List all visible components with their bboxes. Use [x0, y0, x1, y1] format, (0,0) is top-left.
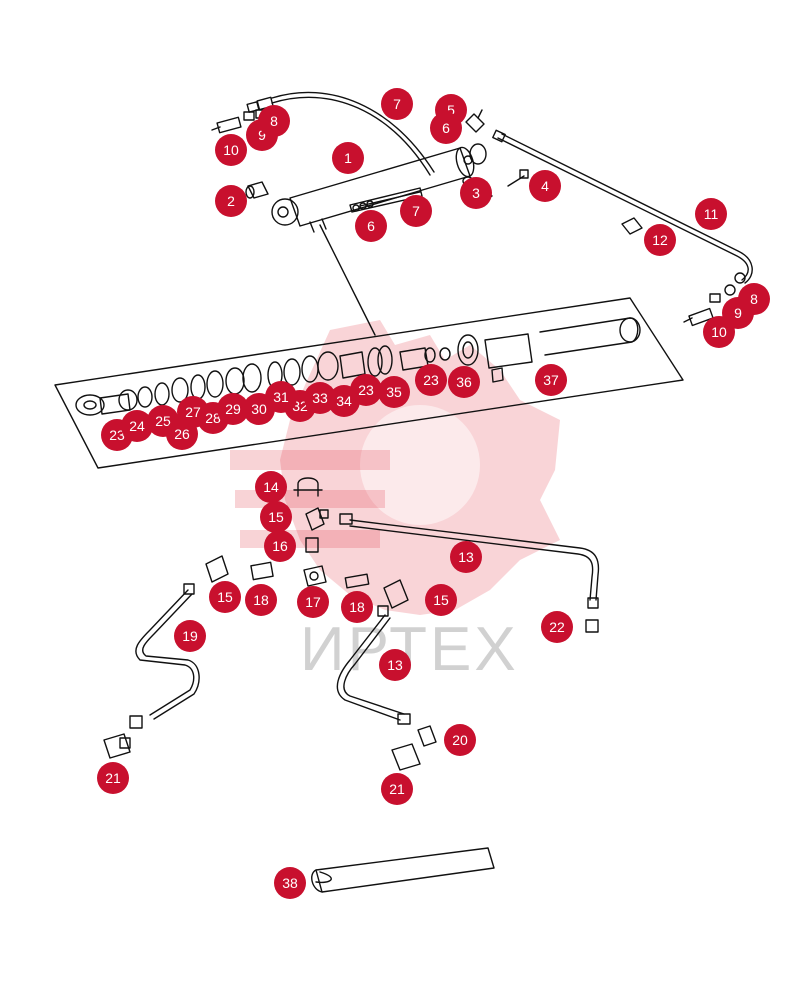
callout-19[interactable]: 19: [174, 620, 206, 652]
callout-29[interactable]: 29: [217, 393, 249, 425]
hose-13-lower: [336, 605, 411, 725]
callout-7-top[interactable]: 7: [381, 88, 413, 120]
callout-4[interactable]: 4: [529, 170, 561, 202]
callout-13-lower[interactable]: 13: [379, 649, 411, 681]
hose-13-upper: [339, 513, 600, 609]
fitting-16: [305, 537, 319, 553]
elbow-15-right: [383, 579, 409, 609]
callout-22[interactable]: 22: [541, 611, 573, 643]
callout-21-lower[interactable]: 21: [381, 773, 413, 805]
hose-11: [492, 129, 753, 284]
adapter-18-left: [250, 561, 274, 581]
callout-3[interactable]: 3: [460, 177, 492, 209]
callout-11[interactable]: 11: [695, 198, 727, 230]
callout-2[interactable]: 2: [215, 185, 247, 217]
callout-35[interactable]: 35: [378, 376, 410, 408]
callout-10-right[interactable]: 10: [703, 316, 735, 348]
elbow-15-left: [205, 555, 229, 583]
fittings-right: [683, 284, 736, 327]
pin-2: [245, 181, 269, 199]
callout-23-right[interactable]: 23: [415, 364, 447, 396]
callout-10-left[interactable]: 10: [215, 134, 247, 166]
callout-6-lower[interactable]: 6: [355, 210, 387, 242]
callout-37[interactable]: 37: [535, 364, 567, 396]
hose-7-lower: [352, 191, 421, 212]
fitting-20: [417, 725, 437, 747]
callout-17[interactable]: 17: [297, 586, 329, 618]
callout-8-left[interactable]: 8: [258, 105, 290, 137]
protective-sleeve-38: [311, 847, 495, 893]
adapter-18-right: [344, 573, 370, 589]
callout-33[interactable]: 33: [304, 382, 336, 414]
bolt-4: [507, 169, 529, 187]
callout-31[interactable]: 31: [265, 381, 297, 413]
callout-6-top[interactable]: 6: [430, 112, 462, 144]
callout-18-right[interactable]: 18: [341, 591, 373, 623]
cylinder-main: [271, 143, 487, 233]
tee-17: [303, 565, 327, 587]
callout-15-top[interactable]: 15: [260, 501, 292, 533]
callout-38[interactable]: 38: [274, 867, 306, 899]
callout-16[interactable]: 16: [264, 530, 296, 562]
callout-18-left[interactable]: 18: [245, 584, 277, 616]
callout-23-mid[interactable]: 23: [350, 374, 382, 406]
hose-19: [129, 583, 200, 729]
callout-12[interactable]: 12: [644, 224, 676, 256]
callout-14[interactable]: 14: [255, 471, 287, 503]
callout-7-lower[interactable]: 7: [400, 195, 432, 227]
elbow-15-top: [305, 507, 329, 531]
plug-22: [585, 619, 599, 633]
callout-15-left[interactable]: 15: [209, 581, 241, 613]
u-bolt-14: [293, 477, 323, 497]
callout-15-right[interactable]: 15: [425, 584, 457, 616]
callout-8-right[interactable]: 8: [738, 283, 770, 315]
fitting-21-left: [103, 733, 131, 759]
callout-20[interactable]: 20: [444, 724, 476, 756]
callout-21-left[interactable]: 21: [97, 762, 129, 794]
callout-13-upper[interactable]: 13: [450, 541, 482, 573]
fitting-5: [465, 109, 485, 133]
clamp-12: [621, 217, 643, 235]
fitting-21-lower: [391, 743, 421, 771]
callout-36[interactable]: 36: [448, 366, 480, 398]
callout-1[interactable]: 1: [332, 142, 364, 174]
hose-top-arc: [246, 91, 435, 176]
